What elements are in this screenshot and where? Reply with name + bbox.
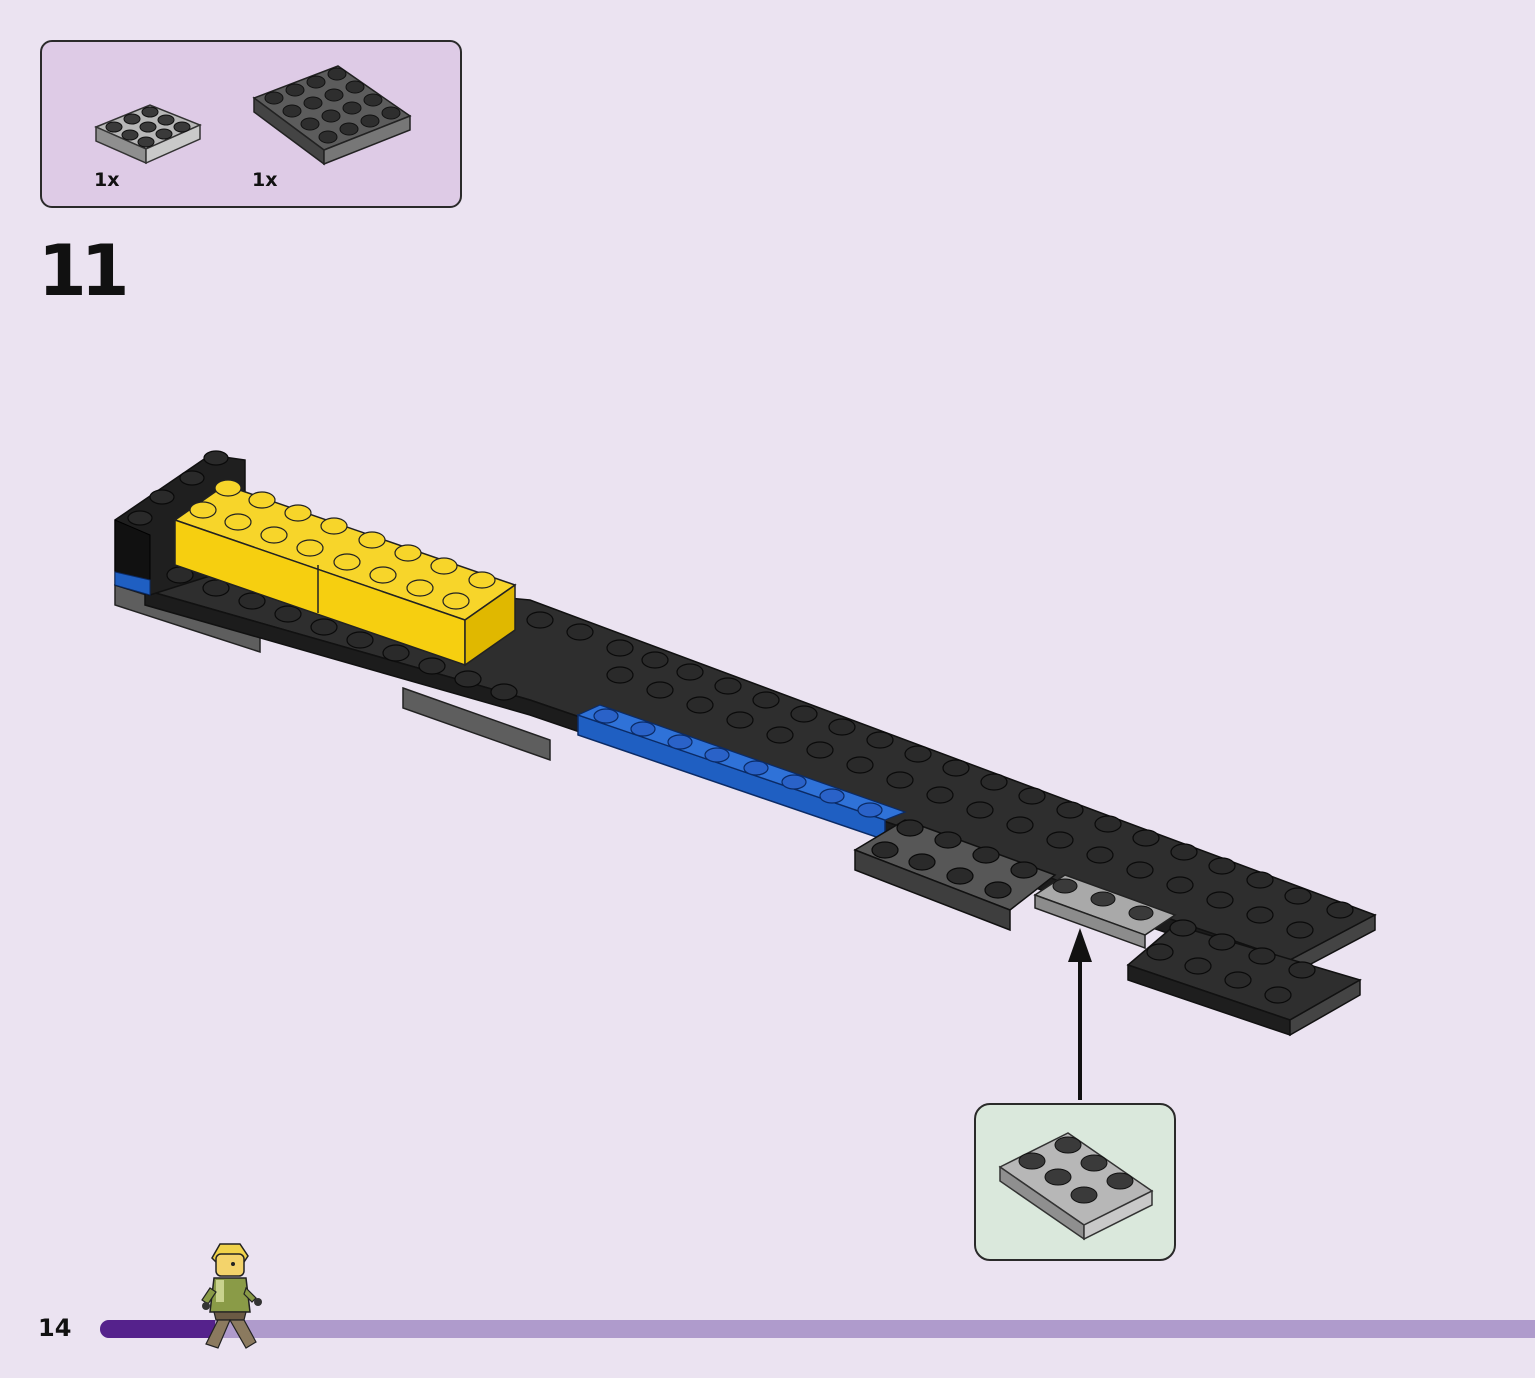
plate-4x4-dark-gray-icon [252,65,412,166]
progress-bar [100,1320,1535,1338]
yellow-brick-studs [189,479,496,610]
page-number: 14 [38,1314,72,1342]
part-quantity: 1x [252,169,278,191]
plate-2x3-light-gray-icon [998,1132,1154,1241]
progress-bar-fill [100,1320,215,1338]
parts-list-box: 1x 1x [40,40,462,208]
black-plate-studs [166,566,1354,939]
plate-2x3-light-gray-icon [94,104,202,165]
blue-side-strip [114,571,151,596]
part-quantity: 1x [94,169,120,191]
minifigure-icon [201,1243,262,1349]
model-assembly-illustration [114,450,1377,1100]
step-number: 11 [38,230,129,312]
placement-arrow-head [1068,928,1092,962]
dark-gray-under-plate-2 [402,686,551,762]
callout-box [974,1103,1176,1261]
